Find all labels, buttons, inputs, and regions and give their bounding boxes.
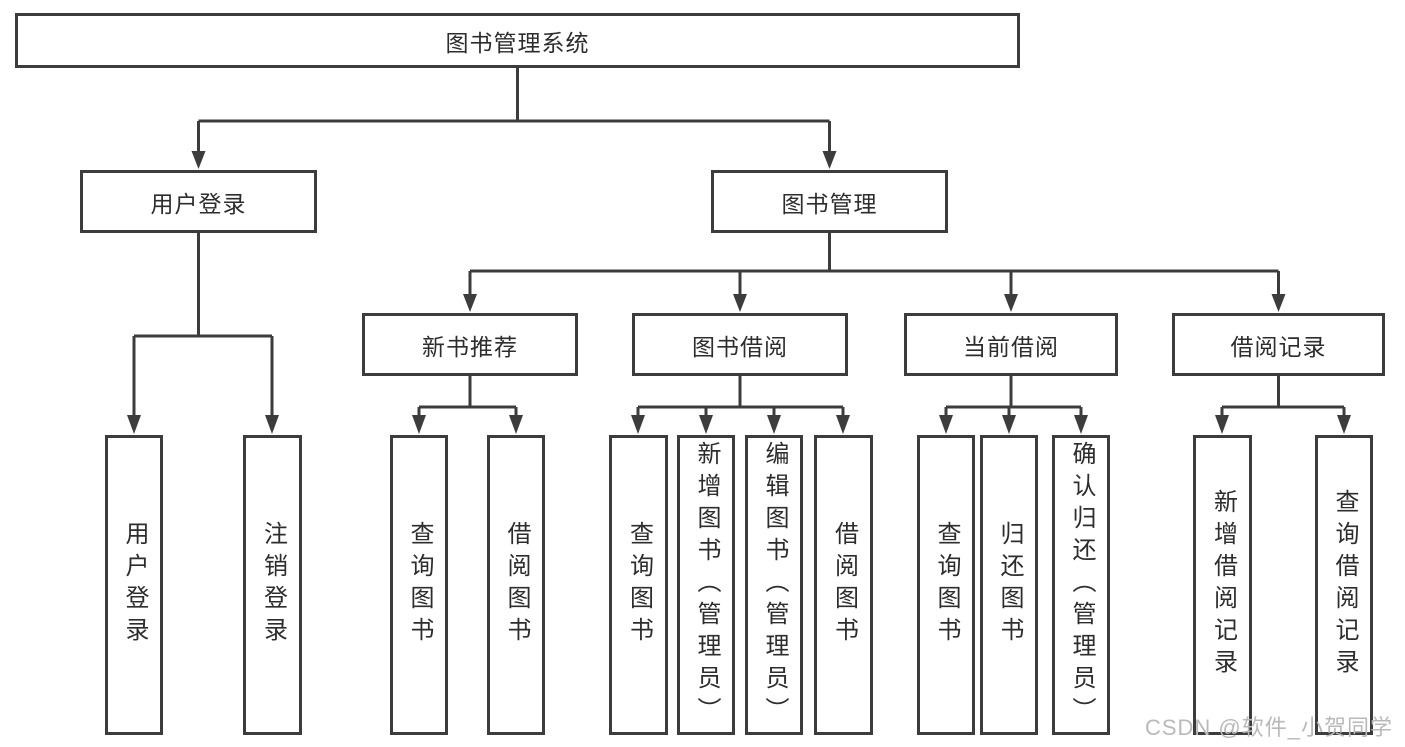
leaf-add-borrow-record: 新增借阅记录 <box>1193 435 1252 735</box>
connector-root-to-level2 <box>191 68 837 169</box>
leaf-borrow-books: 借阅图书 <box>814 435 873 735</box>
leaf-query-borrow-record-label: 查询借阅记录 <box>1331 489 1358 681</box>
leaf-borrow-books-label: 借阅图书 <box>830 521 858 649</box>
connector-new-book-to-leaves <box>412 376 523 434</box>
node-root-label: 图书管理系统 <box>445 29 590 56</box>
node-current-borrow-label: 当前借阅 <box>963 333 1059 360</box>
leaf-user-login-label: 用户登录 <box>121 521 148 649</box>
node-book-management: 图书管理 <box>711 170 948 233</box>
connector-current-borrow-to-leaves <box>939 376 1088 434</box>
leaf-query-borrow-record: 查询借阅记录 <box>1315 435 1373 735</box>
node-new-book-recommend: 新书推荐 <box>362 313 578 376</box>
node-user-login: 用户登录 <box>80 170 317 233</box>
leaf-add-book-admin-label: 新增图书（管理员） <box>693 441 720 729</box>
leaf-borrow-books-recommend: 借阅图书 <box>487 435 545 735</box>
node-user-login-label: 用户登录 <box>150 190 247 217</box>
leaf-borrow-books-recommend-label: 借阅图书 <box>503 521 530 649</box>
leaf-return-book-label: 归还图书 <box>996 521 1023 649</box>
csdn-watermark: CSDN @软件_小贺同学 <box>1144 715 1393 740</box>
node-current-borrow: 当前借阅 <box>904 313 1118 376</box>
leaf-query-books-borrow: 查询图书 <box>609 435 668 735</box>
connector-user-login-to-leaves <box>127 233 279 434</box>
leaf-edit-book-admin: 编辑图书（管理员） <box>745 435 803 735</box>
leaf-confirm-return-admin: 确认归还（管理员） <box>1052 435 1110 735</box>
connector-book-management-to-level3 <box>463 233 1286 312</box>
node-book-management-label: 图书管理 <box>781 190 878 217</box>
leaf-edit-book-admin-label: 编辑图书（管理员） <box>761 441 788 729</box>
leaf-add-borrow-record-label: 新增借阅记录 <box>1209 489 1237 681</box>
node-root: 图书管理系统 <box>15 13 1020 68</box>
leaf-confirm-return-admin-label: 确认归还（管理员） <box>1068 441 1095 729</box>
connector-borrow-records-to-leaves <box>1215 376 1351 434</box>
connector-book-borrow-to-leaves <box>631 376 850 434</box>
leaf-logout: 注销登录 <box>243 435 302 735</box>
leaf-return-book: 归还图书 <box>980 435 1038 735</box>
leaf-query-books-recommend-label: 查询图书 <box>406 521 433 649</box>
leaf-query-books-current: 查询图书 <box>917 435 975 735</box>
leaf-user-login: 用户登录 <box>105 435 163 735</box>
leaf-query-books-recommend: 查询图书 <box>390 435 448 735</box>
node-book-borrow-label: 图书借阅 <box>692 333 788 360</box>
node-new-book-recommend-label: 新书推荐 <box>422 333 518 360</box>
node-book-borrow: 图书借阅 <box>632 313 848 376</box>
leaf-query-books-current-label: 查询图书 <box>933 521 960 649</box>
leaf-query-books-borrow-label: 查询图书 <box>625 521 653 649</box>
node-borrow-records: 借阅记录 <box>1172 313 1385 376</box>
leaf-add-book-admin: 新增图书（管理员） <box>677 435 735 735</box>
node-borrow-records-label: 借阅记录 <box>1230 333 1327 360</box>
leaf-logout-label: 注销登录 <box>259 521 287 649</box>
